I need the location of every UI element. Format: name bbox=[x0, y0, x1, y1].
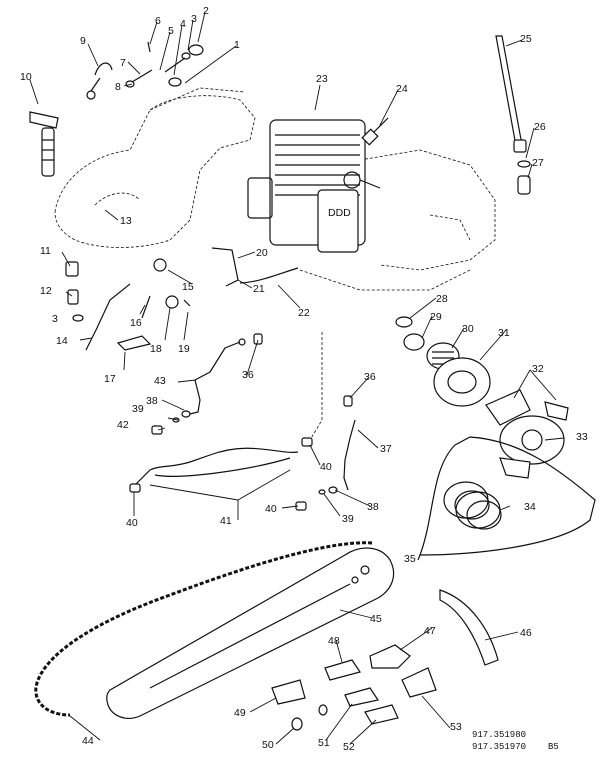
chain-links bbox=[271, 644, 437, 731]
callout-1: 1 bbox=[234, 39, 240, 51]
callout-36: 36 bbox=[364, 371, 376, 383]
model-number-1: 917.351980 bbox=[472, 730, 527, 740]
callout-47: 47 bbox=[424, 625, 436, 637]
callout-24: 24 bbox=[396, 83, 408, 95]
callout-40: 40 bbox=[126, 517, 138, 529]
clutch-springs-34 bbox=[443, 481, 502, 530]
callout-41: 41 bbox=[220, 515, 232, 527]
callout-4: 4 bbox=[180, 18, 186, 30]
primer-plunger bbox=[29, 111, 59, 177]
callout-18: 18 bbox=[150, 343, 162, 355]
chain-guard-46 bbox=[439, 589, 499, 666]
dipstick-rod bbox=[495, 35, 527, 153]
callout-2: 2 bbox=[203, 5, 209, 17]
callout-44: 44 bbox=[82, 735, 94, 747]
plug-27 bbox=[517, 175, 531, 195]
callout-45: 45 bbox=[370, 613, 382, 625]
callout-33: 33 bbox=[576, 431, 588, 443]
callout-31: 31 bbox=[498, 327, 510, 339]
svg-text:DDD: DDD bbox=[328, 207, 351, 219]
callout-38: 38 bbox=[146, 395, 158, 407]
callout-11: 11 bbox=[40, 245, 51, 257]
callout-52: 52 bbox=[343, 741, 355, 753]
callout-51: 51 bbox=[318, 737, 330, 749]
callout-39: 39 bbox=[342, 513, 354, 525]
callout-49: 49 bbox=[234, 707, 246, 719]
small-hardware-top bbox=[86, 41, 204, 100]
callout-37: 37 bbox=[380, 443, 392, 455]
housing-outline bbox=[54, 87, 496, 291]
throttle-linkage bbox=[65, 247, 299, 351]
bolt-24 bbox=[361, 117, 389, 146]
callout-6: 6 bbox=[155, 15, 161, 27]
callout-9: 9 bbox=[80, 35, 86, 47]
callout-29: 29 bbox=[430, 311, 442, 323]
callout-20: 20 bbox=[256, 247, 268, 259]
callout-8: 8 bbox=[115, 81, 121, 93]
callout-15: 15 bbox=[182, 281, 194, 293]
fuel-line-43 bbox=[182, 338, 246, 418]
callout-27: 27 bbox=[532, 157, 544, 169]
callout-28: 28 bbox=[436, 293, 448, 305]
callout-48: 48 bbox=[328, 635, 340, 647]
callout-14: 14 bbox=[56, 335, 68, 347]
clutch-parts bbox=[395, 316, 569, 479]
engine-cylinder: DDD bbox=[247, 119, 381, 253]
callout-13: 13 bbox=[120, 215, 132, 227]
callout-40: 40 bbox=[320, 461, 332, 473]
callout-32: 32 bbox=[532, 363, 544, 375]
callout-12: 12 bbox=[40, 285, 52, 297]
model-number-2: 917.351970 bbox=[472, 742, 527, 752]
callout-10: 10 bbox=[20, 71, 32, 83]
oil-line-37 bbox=[343, 419, 356, 491]
callout-30: 30 bbox=[462, 323, 474, 335]
callout-22: 22 bbox=[298, 307, 310, 319]
callout-23: 23 bbox=[316, 73, 328, 85]
callout-39: 39 bbox=[132, 403, 144, 415]
assembly-leader bbox=[309, 332, 323, 441]
small-fittings bbox=[129, 333, 353, 511]
callout-35: 35 bbox=[404, 553, 416, 565]
callout-40: 40 bbox=[265, 503, 277, 515]
clutch-boundary bbox=[417, 436, 596, 561]
fuel-line-41 bbox=[134, 447, 299, 486]
guide-bar bbox=[106, 547, 395, 719]
page-code: B5 bbox=[548, 742, 559, 752]
callout-43: 43 bbox=[154, 375, 166, 387]
callout-25: 25 bbox=[520, 33, 532, 45]
callout-36: 36 bbox=[242, 369, 254, 381]
callout-19: 19 bbox=[178, 343, 190, 355]
callout-34: 34 bbox=[524, 501, 536, 513]
callout-50: 50 bbox=[262, 739, 274, 751]
saw-chain bbox=[34, 541, 373, 717]
callout-5: 5 bbox=[168, 25, 174, 37]
callout-3: 3 bbox=[191, 13, 197, 25]
callout-42: 42 bbox=[117, 419, 129, 431]
callout-16: 16 bbox=[130, 317, 142, 329]
callout-38: 38 bbox=[367, 501, 379, 513]
callout-46: 46 bbox=[520, 627, 532, 639]
callout-7: 7 bbox=[120, 57, 126, 69]
callout-21: 21 bbox=[253, 283, 265, 295]
washer-26 bbox=[517, 160, 531, 168]
callout-26: 26 bbox=[534, 121, 546, 133]
callout-17: 17 bbox=[104, 373, 116, 385]
leader-lines bbox=[29, 11, 565, 745]
callout-53: 53 bbox=[450, 721, 462, 733]
callout-3: 3 bbox=[52, 313, 58, 325]
